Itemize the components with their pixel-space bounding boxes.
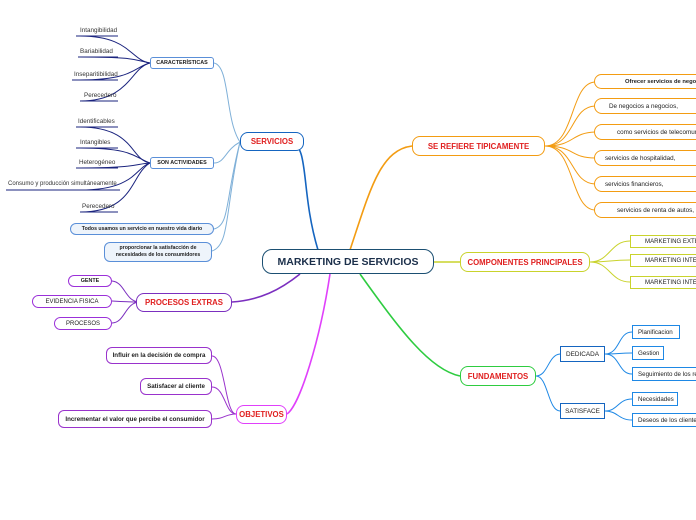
caracteristica-item[interactable]: Inseparitibilidad [74,71,118,78]
se-refiere-item[interactable]: servicios financieros, [594,176,696,192]
proceso-item[interactable]: GENTE [68,275,112,287]
caracteristicas-node[interactable]: CARACTERÍSTICAS [150,57,214,69]
se-refiere-item[interactable]: Ofrecer servicios de negocios [594,74,696,89]
se-refiere-item[interactable]: como servicios de telecomunicaciones, [594,124,696,140]
se-refiere-item[interactable]: servicios de hospitalidad, [594,150,696,166]
se-refiere-item[interactable]: De negocios a negocios, [594,98,696,114]
se-refiere-item[interactable]: servicios de renta de autos, [594,202,696,218]
componente-item[interactable]: MARKETING INTERNO [630,254,696,267]
central-topic[interactable]: MARKETING DE SERVICIOS [262,249,434,274]
objetivo-item[interactable]: Incrementar el valor que percibe el cons… [58,410,212,428]
proceso-item[interactable]: PROCESOS [54,317,112,330]
fundamentos-topic[interactable]: FUNDAMENTOS [460,366,536,386]
objetivo-item[interactable]: Influir en la decisión de compra [106,347,212,364]
actividad-item[interactable]: Consumo y producción simultáneamente [8,181,117,187]
caracteristica-item[interactable]: Bariabilidad [80,48,113,55]
dedicada-item[interactable]: Gestion [632,346,664,360]
dedicada-node[interactable]: DEDICADA [560,346,605,362]
objetivos-topic[interactable]: OBJETIVOS [236,405,287,424]
caracteristica-item[interactable]: Perecedero [84,92,117,99]
objetivo-item[interactable]: Satisfacer al cliente [140,378,212,395]
actividad-item[interactable]: Identificables [78,118,115,125]
dedicada-item[interactable]: Planificacion [632,325,680,339]
procesos-topic[interactable]: PROCESOS EXTRAS [136,293,232,312]
caracteristica-item[interactable]: Intangibilidad [80,27,118,34]
actividad-item[interactable]: Perecedero [82,203,115,210]
dedicada-item[interactable]: Seguimiento de los resultados [632,367,696,381]
proceso-item[interactable]: EVIDENCIA FISICA [32,295,112,308]
satisface-item[interactable]: Necesidades [632,392,678,406]
actividad-item[interactable]: Heterogéneo [79,159,116,166]
servicios-topic[interactable]: SERVICIOS [240,132,304,151]
satisface-item[interactable]: Deseos de los clientes [632,413,696,427]
servicios-note[interactable]: proporcionar la satisfacción de necesida… [104,242,212,262]
componentes-topic[interactable]: COMPONENTES PRINCIPALES [460,252,590,272]
servicios-note[interactable]: Todos usamos un servicio en nuestro vida… [70,223,214,235]
actividades-node[interactable]: SON ACTIVIDADES [150,157,214,169]
satisface-node[interactable]: SATISFACE [560,403,605,419]
actividad-item[interactable]: Intangibles [80,139,111,146]
se-refiere-topic[interactable]: SE REFIERE TIPICAMENTE [412,136,545,156]
componente-item[interactable]: MARKETING INTERACTIVO [630,276,696,289]
componente-item[interactable]: MARKETING EXTERNO [630,235,696,248]
